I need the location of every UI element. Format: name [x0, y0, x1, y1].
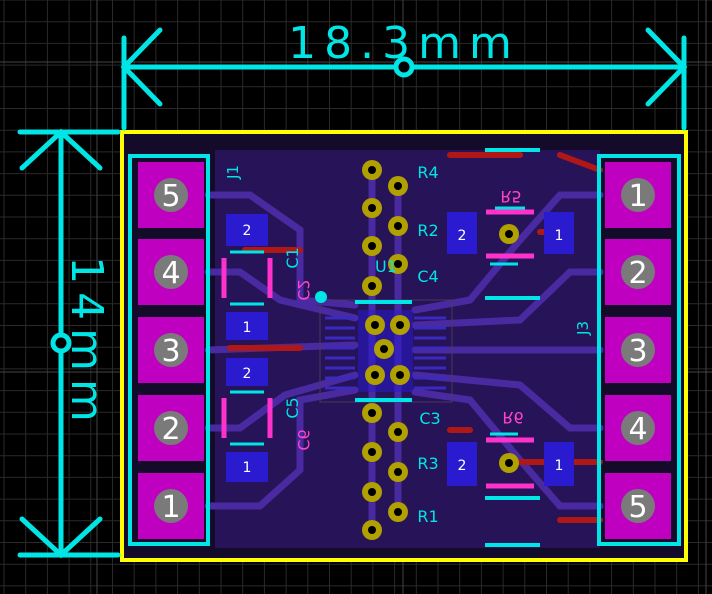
j3-pin-number: 2	[628, 256, 647, 291]
label-c3: C3	[419, 409, 440, 428]
c6-pad1-label: 1	[243, 460, 252, 476]
connector-j3	[597, 154, 681, 546]
label-r6: R6	[502, 408, 523, 427]
j3-pin-number: 1	[628, 179, 647, 214]
c6-pad2-label: 2	[243, 366, 252, 382]
j1-pin-drill	[154, 333, 188, 367]
label-c4: C4	[417, 267, 438, 286]
via-hole	[394, 182, 402, 190]
label-r1: R1	[417, 507, 438, 526]
label-r2: R2	[417, 221, 438, 240]
r6-pad1-label: 1	[555, 458, 564, 474]
connector-j1	[128, 154, 210, 546]
r5-pad1-label: 1	[555, 228, 564, 244]
j1-pin-drill	[154, 411, 188, 445]
j3-pin-number: 5	[628, 490, 647, 525]
via-hole	[394, 428, 402, 436]
label-r4: R4	[417, 163, 438, 182]
r5-pad2-label: 2	[458, 228, 467, 244]
resistor-r6	[447, 432, 574, 547]
capacitor-c6	[221, 358, 273, 482]
via-hole	[394, 222, 402, 230]
via-hole	[394, 260, 402, 268]
via-hole	[394, 468, 402, 476]
j1-pin-drill	[154, 178, 188, 212]
r6-pad2-label: 2	[458, 458, 467, 474]
label-c6: C6	[294, 429, 313, 450]
label-u1: U1	[375, 257, 397, 276]
via-hole	[368, 488, 376, 496]
j1-pin-drill	[154, 489, 188, 523]
label-c2: C2	[294, 279, 313, 300]
height-dimension-label: 14mm	[61, 256, 112, 430]
via-hole	[368, 409, 376, 417]
resistor-r5	[447, 148, 574, 300]
via-hole	[368, 282, 376, 290]
j1-pin-number: 2	[161, 412, 180, 447]
via-hole	[394, 508, 402, 516]
via-hole	[371, 321, 379, 329]
j3-pin-number: 4	[628, 412, 647, 447]
via-hole	[368, 526, 376, 534]
via-hole	[368, 242, 376, 250]
label-r3: R3	[417, 454, 438, 473]
j3-pin-drill	[621, 333, 655, 367]
j1-pin-number: 5	[161, 179, 180, 214]
via-hole	[368, 166, 376, 174]
via-hole	[371, 371, 379, 379]
via-hole	[368, 448, 376, 456]
width-dimension-label: 18.3mm	[288, 18, 520, 69]
j3-pin-drill	[621, 489, 655, 523]
label-c1: C1	[283, 247, 302, 268]
j1-pin-drill	[154, 255, 188, 289]
via-hole	[368, 204, 376, 212]
height-dimension	[17, 128, 121, 559]
capacitor-c2	[221, 214, 273, 340]
label-c5: C5	[283, 397, 302, 418]
j3-pin-drill	[621, 255, 655, 289]
j3-pin-drill	[621, 411, 655, 445]
j1-pin-number: 1	[161, 490, 180, 525]
vias	[362, 160, 410, 540]
j1-outline	[128, 154, 210, 546]
via-hole	[380, 345, 388, 353]
board-outline	[120, 130, 688, 562]
j3-pin-drill	[621, 178, 655, 212]
j1-pin-number: 4	[161, 256, 180, 291]
j1-pin-number: 3	[161, 334, 180, 369]
top-copper-traces	[227, 152, 603, 523]
label-r5: R5	[500, 187, 521, 206]
label-j3: J3	[574, 321, 592, 336]
j3-pin-number: 3	[628, 334, 647, 369]
c2-pad2-label: 2	[243, 223, 252, 239]
j3-outline	[597, 154, 681, 546]
width-dimension	[120, 27, 688, 131]
c2-pad1-label: 1	[243, 320, 252, 336]
label-j1: J1	[224, 165, 242, 180]
pin1-marker	[315, 291, 327, 303]
via-hole	[396, 371, 404, 379]
via-hole	[396, 321, 404, 329]
